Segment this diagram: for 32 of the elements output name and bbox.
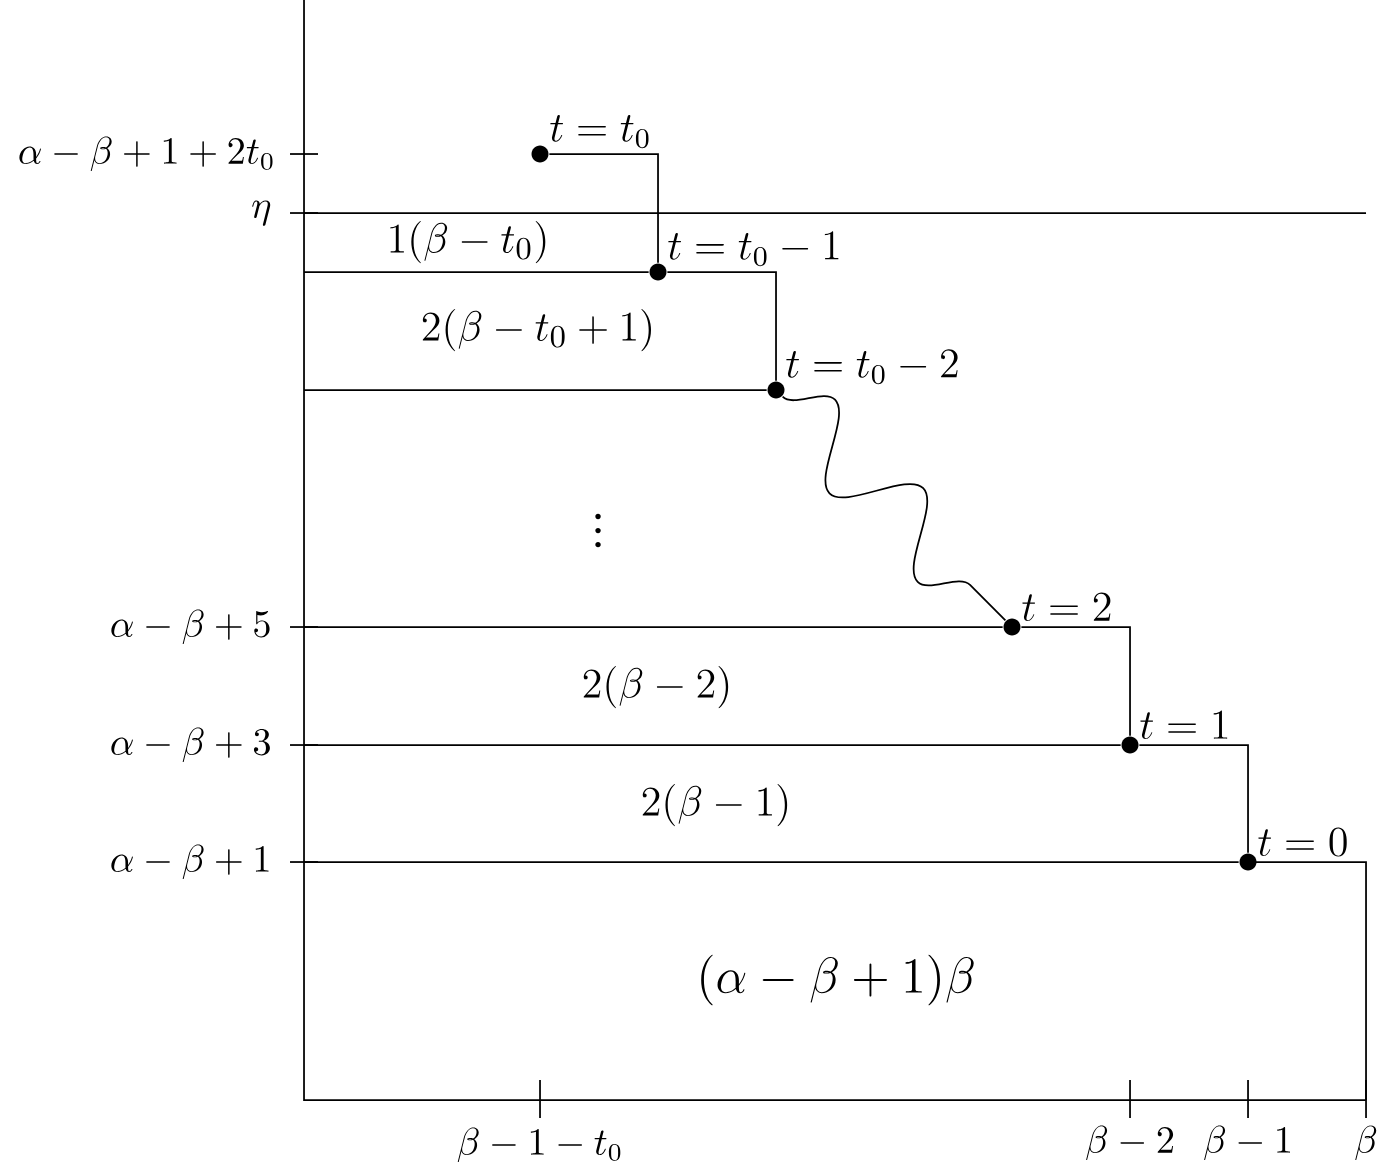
- axis-label: $\beta - 1 - t_0$: [457, 1127, 621, 1163]
- staircase-line: [781, 395, 1007, 622]
- area-label: $\vdots$: [595, 513, 601, 548]
- area-label: $(\alpha - \beta + 1)\beta$: [701, 954, 974, 1006]
- time-label: $t = 0$: [1258, 827, 1347, 857]
- staircase-line: [548, 153, 659, 264]
- dot: [1003, 618, 1021, 636]
- axis-label: $\alpha - \beta + 1$: [111, 844, 269, 880]
- axis-label: $\eta$: [252, 200, 271, 226]
- axis-label: $\alpha - \beta + 1 + 2t_0$: [19, 136, 273, 172]
- staircase-line: [1138, 744, 1249, 854]
- dot: [767, 381, 785, 399]
- axis-label: $\alpha - \beta + 3$: [111, 727, 270, 763]
- time-label: $t = t_0$: [550, 114, 649, 149]
- axis-label: $\beta$: [1355, 1125, 1377, 1161]
- area-label: $1(\beta - t_0)$: [390, 220, 546, 264]
- axis-label: $\beta - 1$: [1204, 1125, 1290, 1161]
- staircase-line: [1020, 626, 1131, 737]
- time-label: $t = 1$: [1140, 710, 1228, 740]
- time-label: $t = t_0 - 1$: [668, 231, 839, 267]
- axis-label: $\beta - 2$: [1086, 1125, 1174, 1161]
- area-label: $2(\beta - 1)$: [642, 783, 788, 827]
- area-label: $2(\beta - 2)$: [583, 665, 729, 709]
- dot: [1239, 853, 1257, 871]
- area-label: $2(\beta - t_0 + 1)$: [422, 308, 651, 352]
- dot: [1121, 736, 1139, 754]
- time-label: $t = t_0 - 2$: [786, 349, 958, 385]
- axis-label: $\alpha - \beta + 5$: [111, 609, 270, 645]
- dot: [649, 263, 667, 281]
- staircase-line: [666, 271, 777, 382]
- time-label: $t = 2$: [1022, 592, 1111, 622]
- dot: [531, 145, 549, 163]
